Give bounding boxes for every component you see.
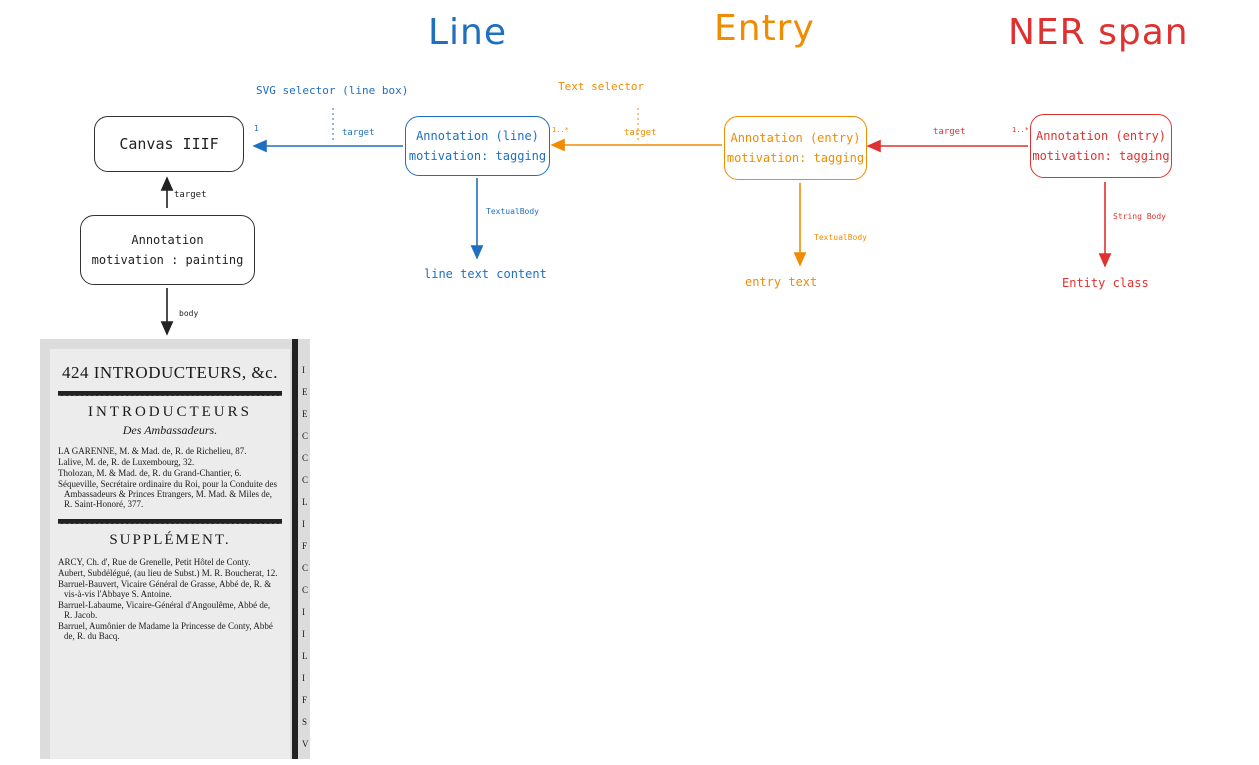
scan-margin-letter: I [302, 519, 305, 529]
painting-annotation-title: Annotation [131, 233, 204, 247]
ner-annotation-box: Annotation (entry) motivation: tagging [1030, 114, 1172, 178]
entry-annotation-title: Annotation (entry) [730, 131, 861, 145]
scan-margin-letter: V [302, 739, 309, 749]
entry-to-line-cardinality: 1..* [552, 126, 569, 134]
painting-to-canvas-label: target [174, 190, 207, 200]
ner-annotation-motivation: motivation: tagging [1032, 149, 1170, 163]
scan-margin-letter: E [302, 409, 308, 419]
scan-entry: Séqueville, Secrétaire ordinaire du Roi,… [58, 479, 277, 509]
line-body-label: TextualBody [486, 207, 539, 216]
scan-entry: Barruel-Bauvert, Vicaire Général de Gras… [58, 579, 272, 599]
line-annotation-title: Annotation (line) [416, 129, 539, 143]
entry-text: entry text [745, 275, 818, 289]
ner-body-label: String Body [1113, 212, 1166, 221]
scan-entry: LA GARENNE, M. & Mad. de, R. de Richelie… [58, 446, 247, 456]
scan-margin-letter: F [302, 695, 308, 705]
scan-margin-letter: I [302, 629, 305, 639]
entry-annotation-motivation: motivation: tagging [726, 151, 865, 165]
entry-body-label: TextualBody [814, 233, 867, 242]
scan-entry: Tholozan, M. & Mad. de, R. du Grand-Chan… [58, 468, 242, 478]
painting-annotation-motivation: motivation : painting [91, 253, 244, 267]
scan-heading-supplement: SUPPLÉMENT. [109, 532, 231, 548]
svg-selector-label: SVG selector (line box) [256, 84, 409, 97]
canvas-iiif-label: Canvas IIIF [119, 135, 219, 153]
scan-margin-letter: I [302, 607, 305, 617]
scan-page-header: 424 INTRODUCTEURS, &c. [62, 363, 278, 382]
entity-class: Entity class [1062, 276, 1149, 290]
line-to-canvas-cardinality: 1 [254, 124, 259, 133]
scan-margin-letter: C [302, 431, 309, 441]
entry-column-title: Entry [714, 8, 815, 49]
text-selector-label: Text selector [558, 80, 645, 93]
scan-margin-letter: C [302, 475, 309, 485]
scan-margin-letter: S [302, 717, 308, 727]
scan-margin-letters: I E E C C C L I F C C I I L I F S V [302, 359, 309, 755]
scan-margin-letter: I [302, 673, 305, 683]
line-annotation-box: Annotation (line) motivation: tagging [405, 116, 550, 176]
ner-annotation-title: Annotation (entry) [1035, 129, 1167, 143]
scan-entry: Barruel, Aumônier de Madame la Princesse… [58, 621, 273, 641]
scan-margin-letter: C [302, 563, 309, 573]
canvas-iiif-box: Canvas IIIF [94, 116, 244, 172]
scan-entry: Barruel-Labaume, Vicaire-Général d'Angou… [58, 600, 271, 620]
scan-margin-letter: E [302, 387, 308, 397]
scan-heading-introducteurs: INTRODUCTEURS [87, 404, 252, 420]
scan-margin-letter: C [302, 585, 309, 595]
scan-margin-letter: I [302, 365, 305, 375]
scan-margin-letter: F [302, 541, 308, 551]
scan-entry: Aubert, Subdélégué, (au lieu de Subst.) … [58, 568, 278, 578]
scan-margin-letter: L [302, 497, 308, 507]
ner-column-title: NER span [1008, 12, 1189, 53]
line-text-content: line text content [424, 267, 547, 281]
painting-body-label: body [179, 309, 199, 318]
ner-to-entry-cardinality: 1..* [1012, 126, 1029, 134]
scan-entry: Lalive, M. de, R. de Luxembourg, 32. [58, 457, 195, 467]
entry-annotation-box: Annotation (entry) motivation: tagging [724, 116, 867, 180]
scanned-page-image: 424 INTRODUCTEURS, &c. INTRODUCTEURS Des… [40, 339, 310, 759]
scan-entry: ARCY, Ch. d', Rue de Grenelle, Petit Hôt… [58, 557, 251, 567]
ner-to-entry-label: target [933, 127, 966, 137]
line-annotation-motivation: motivation: tagging [408, 149, 547, 163]
scan-margin-letter: L [302, 651, 308, 661]
scan-margin-letter: C [302, 453, 309, 463]
line-to-canvas-label: target [342, 128, 375, 138]
line-column-title: Line [428, 12, 508, 53]
scan-subheading: Des Ambassadeurs. [122, 423, 218, 437]
scan-gutter [292, 339, 298, 759]
entry-to-line-label: target [624, 128, 657, 138]
painting-annotation-box: Annotation motivation : painting [80, 215, 255, 285]
